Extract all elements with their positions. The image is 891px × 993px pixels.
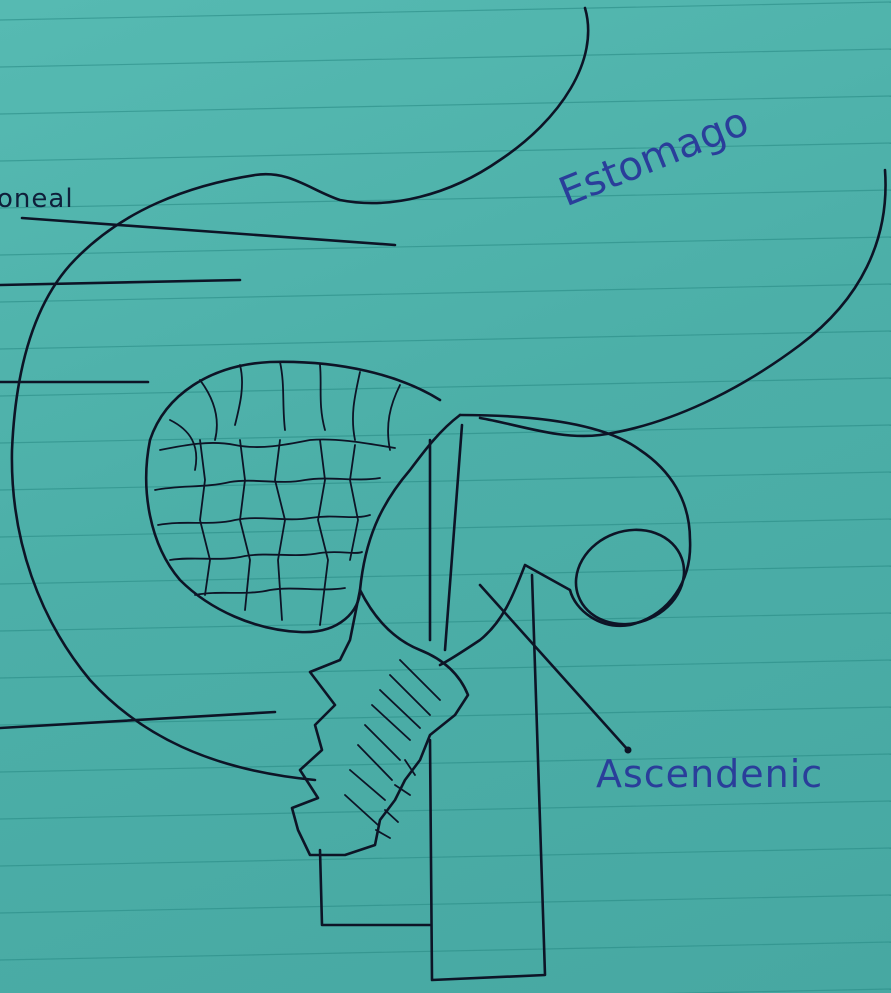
ruled-line bbox=[0, 331, 891, 349]
ruled-line bbox=[0, 472, 891, 490]
ruled-line bbox=[0, 519, 891, 537]
descending-segment bbox=[320, 850, 430, 925]
ruled-line bbox=[0, 566, 891, 584]
liver-lobules bbox=[155, 362, 400, 625]
ruled-line bbox=[0, 942, 891, 960]
ruled-line bbox=[0, 284, 891, 302]
ruled-line bbox=[0, 237, 891, 255]
ruled-line bbox=[0, 143, 891, 161]
bile-duct bbox=[430, 425, 462, 650]
duodenum-loop bbox=[440, 415, 690, 665]
stomach-greater-curvature bbox=[480, 170, 886, 436]
ruled-line bbox=[0, 989, 891, 993]
liver-outline bbox=[146, 362, 460, 632]
label-ascendente: Ascendenic bbox=[596, 752, 823, 796]
ruled-line bbox=[0, 49, 891, 67]
ruled-line bbox=[0, 2, 891, 20]
ruled-line bbox=[0, 96, 891, 114]
ruled-line bbox=[0, 190, 891, 208]
label-peritoneal: oneal bbox=[0, 184, 74, 214]
ruled-line bbox=[0, 848, 891, 866]
ruled-line bbox=[0, 801, 891, 819]
ruled-line bbox=[0, 895, 891, 913]
pylorus-ring bbox=[563, 515, 698, 639]
